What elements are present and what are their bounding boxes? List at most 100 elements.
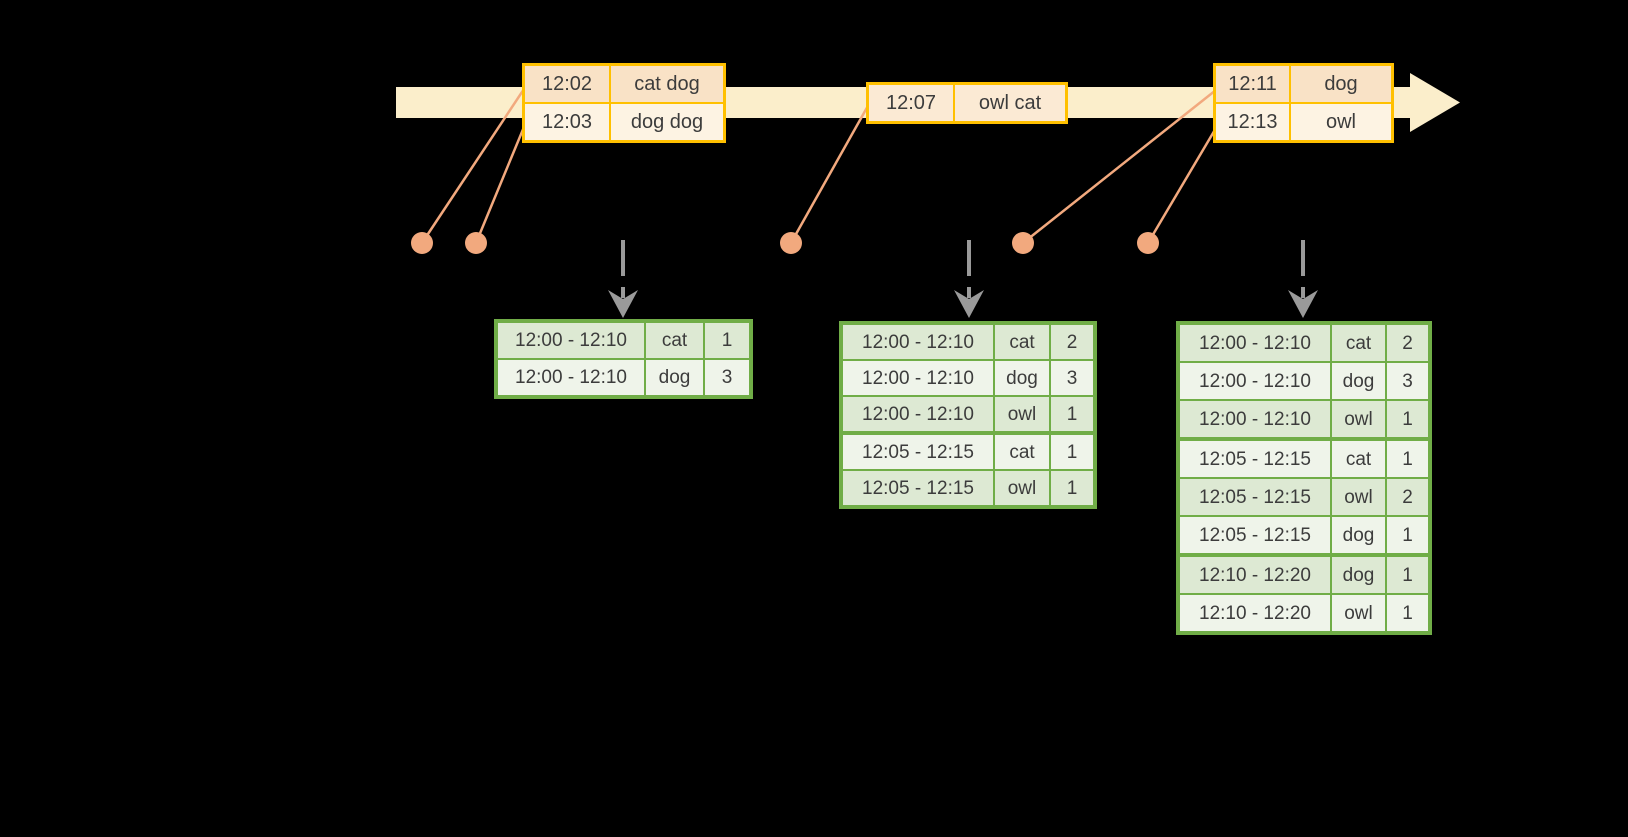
window-group: 12:00 - 12:10 cat 2 12:00 - 12:10 dog 3 …: [843, 325, 1093, 431]
window-cell: 12:00 - 12:10: [1180, 325, 1330, 361]
word-cell: cat: [1332, 325, 1385, 361]
event-row: 12:11 dog: [1216, 66, 1391, 102]
count-cell: 1: [705, 323, 749, 358]
window-cell: 12:05 - 12:15: [1180, 517, 1330, 553]
event-words: owl cat: [955, 85, 1065, 121]
window-cell: 12:00 - 12:10: [1180, 401, 1330, 437]
trigger-arrowhead-icon: [608, 290, 638, 318]
event-time: 12:02: [525, 66, 609, 102]
marker-dot: [1012, 232, 1034, 254]
window-group: 12:10 - 12:20 dog 1 12:10 - 12:20 owl 1: [1180, 557, 1428, 631]
result-row: 12:00 - 12:10 dog 3: [1180, 363, 1428, 399]
count-cell: 1: [1387, 595, 1428, 631]
result-table-2: 12:00 - 12:10 cat 2 12:00 - 12:10 dog 3 …: [839, 321, 1097, 509]
trigger-arrows: [608, 240, 1318, 318]
marker-dot: [411, 232, 433, 254]
result-row: 12:05 - 12:15 owl 1: [843, 471, 1093, 505]
count-cell: 2: [1051, 325, 1093, 359]
event-connector-lines: [420, 88, 1218, 244]
word-cell: cat: [995, 435, 1049, 469]
count-cell: 2: [1387, 325, 1428, 361]
word-cell: dog: [1332, 363, 1385, 399]
result-row: 12:00 - 12:10 owl 1: [843, 397, 1093, 431]
window-group: 12:00 - 12:10 cat 2 12:00 - 12:10 dog 3 …: [1180, 325, 1428, 437]
word-cell: cat: [646, 323, 703, 358]
event-table-3: 12:11 dog 12:13 owl: [1213, 63, 1394, 143]
timeline-arrowhead-icon: [1410, 73, 1460, 132]
result-table-1: 12:00 - 12:10 cat 1 12:00 - 12:10 dog 3: [494, 319, 753, 399]
event-time: 12:13: [1216, 104, 1289, 140]
window-cell: 12:00 - 12:10: [843, 325, 993, 359]
result-row: 12:00 - 12:10 dog 3: [498, 360, 749, 395]
event-words: dog dog: [611, 104, 723, 140]
event-table-2: 12:07 owl cat: [866, 82, 1068, 124]
result-row: 12:00 - 12:10 cat 2: [1180, 325, 1428, 361]
count-cell: 1: [1387, 441, 1428, 477]
window-cell: 12:05 - 12:15: [1180, 441, 1330, 477]
window-cell: 12:00 - 12:10: [843, 361, 993, 395]
result-table-3: 12:00 - 12:10 cat 2 12:00 - 12:10 dog 3 …: [1176, 321, 1432, 635]
marker-dot: [465, 232, 487, 254]
marker-dot: [1137, 232, 1159, 254]
result-row: 12:00 - 12:10 cat 2: [843, 325, 1093, 359]
window-cell: 12:10 - 12:20: [1180, 557, 1330, 593]
connector-line: [1146, 127, 1218, 244]
count-cell: 1: [1387, 557, 1428, 593]
event-words: dog: [1291, 66, 1391, 102]
word-cell: dog: [995, 361, 1049, 395]
word-cell: owl: [1332, 401, 1385, 437]
trigger-arrowhead-icon: [954, 290, 984, 318]
count-cell: 1: [1051, 471, 1093, 505]
result-row: 12:05 - 12:15 cat 1: [843, 435, 1093, 469]
window-cell: 12:05 - 12:15: [843, 471, 993, 505]
word-cell: owl: [995, 397, 1049, 431]
window-group: 12:00 - 12:10 cat 1 12:00 - 12:10 dog 3: [498, 323, 749, 395]
window-group: 12:05 - 12:15 cat 1 12:05 - 12:15 owl 2 …: [1180, 441, 1428, 553]
connector-line: [474, 126, 526, 244]
word-cell: owl: [1332, 595, 1385, 631]
window-group: 12:05 - 12:15 cat 1 12:05 - 12:15 owl 1: [843, 435, 1093, 505]
event-row: 12:07 owl cat: [869, 85, 1065, 121]
result-row: 12:10 - 12:20 dog 1: [1180, 557, 1428, 593]
count-cell: 1: [1051, 435, 1093, 469]
word-cell: owl: [1332, 479, 1385, 515]
connector-line: [789, 103, 871, 244]
event-table-1: 12:02 cat dog 12:03 dog dog: [522, 63, 726, 143]
result-row: 12:00 - 12:10 dog 3: [843, 361, 1093, 395]
event-marker-dots: [411, 232, 1159, 254]
window-cell: 12:00 - 12:10: [498, 360, 644, 395]
word-cell: cat: [995, 325, 1049, 359]
event-words: owl: [1291, 104, 1391, 140]
word-cell: cat: [1332, 441, 1385, 477]
word-cell: owl: [995, 471, 1049, 505]
count-cell: 1: [1387, 401, 1428, 437]
word-cell: dog: [1332, 517, 1385, 553]
window-cell: 12:00 - 12:10: [843, 397, 993, 431]
word-cell: dog: [646, 360, 703, 395]
event-time: 12:03: [525, 104, 609, 140]
window-cell: 12:05 - 12:15: [1180, 479, 1330, 515]
count-cell: 2: [1387, 479, 1428, 515]
count-cell: 3: [1387, 363, 1428, 399]
count-cell: 3: [705, 360, 749, 395]
count-cell: 3: [1051, 361, 1093, 395]
window-cell: 12:00 - 12:10: [1180, 363, 1330, 399]
trigger-arrowhead-icon: [1288, 290, 1318, 318]
result-row: 12:05 - 12:15 dog 1: [1180, 517, 1428, 553]
event-time: 12:11: [1216, 66, 1289, 102]
window-cell: 12:10 - 12:20: [1180, 595, 1330, 631]
result-row: 12:00 - 12:10 owl 1: [1180, 401, 1428, 437]
connector-line: [1022, 89, 1217, 244]
event-words: cat dog: [611, 66, 723, 102]
result-row: 12:05 - 12:15 owl 2: [1180, 479, 1428, 515]
marker-dot: [780, 232, 802, 254]
window-cell: 12:00 - 12:10: [498, 323, 644, 358]
window-cell: 12:05 - 12:15: [843, 435, 993, 469]
connector-line: [420, 88, 526, 244]
result-row: 12:10 - 12:20 owl 1: [1180, 595, 1428, 631]
event-row: 12:03 dog dog: [525, 104, 723, 140]
event-row: 12:13 owl: [1216, 104, 1391, 140]
result-row: 12:00 - 12:10 cat 1: [498, 323, 749, 358]
result-row: 12:05 - 12:15 cat 1: [1180, 441, 1428, 477]
